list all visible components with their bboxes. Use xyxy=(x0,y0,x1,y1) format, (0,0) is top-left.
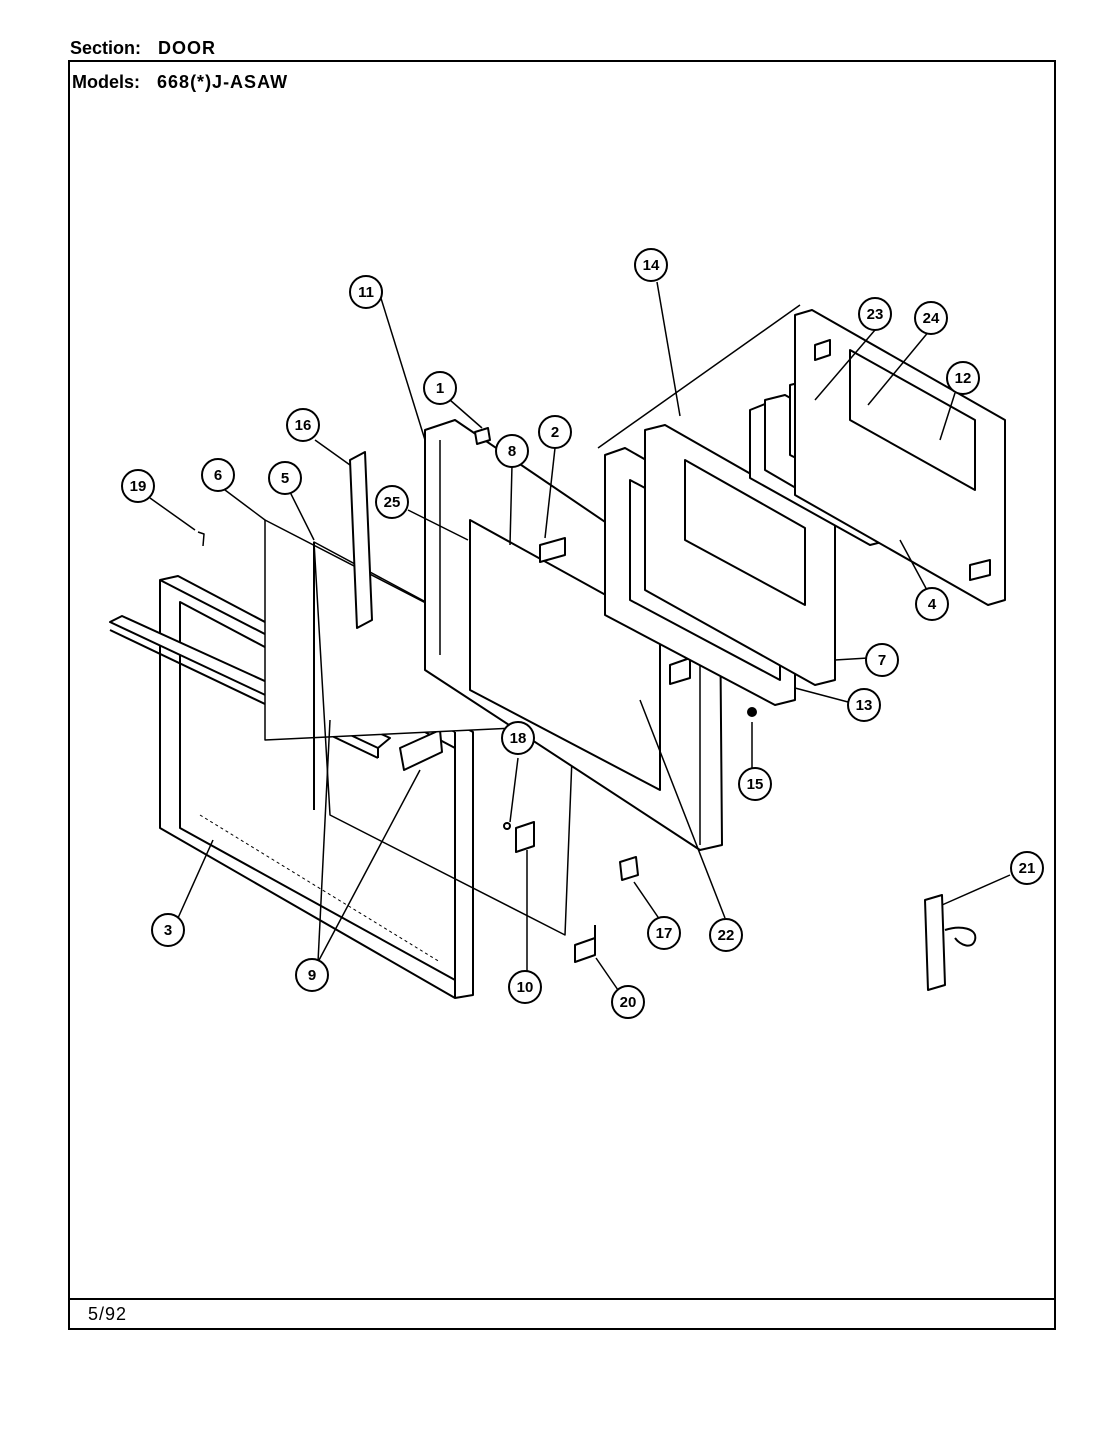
callout-12: 12 xyxy=(946,361,980,395)
section-value: DOOR xyxy=(158,38,217,58)
callout-17: 17 xyxy=(647,916,681,950)
part-spacer xyxy=(619,856,639,881)
part-screw xyxy=(747,707,757,717)
svg-text:23: 23 xyxy=(867,306,884,323)
revision-date: 5/92 xyxy=(88,1304,128,1324)
diagram-frame xyxy=(68,60,1056,1330)
callout-10: 10 xyxy=(508,970,542,1004)
footer-divider xyxy=(68,1298,1056,1300)
svg-text:8: 8 xyxy=(508,443,516,460)
leader-lines xyxy=(149,281,1011,991)
svg-text:14: 14 xyxy=(643,257,660,274)
part-hinge-bracket xyxy=(574,937,596,963)
models-label: Models: xyxy=(72,72,141,92)
svg-text:11: 11 xyxy=(358,284,374,301)
svg-text:3: 3 xyxy=(164,922,172,939)
svg-text:15: 15 xyxy=(747,776,764,793)
callout-19: 19 xyxy=(121,469,155,503)
callout-6: 6 xyxy=(201,458,235,492)
part-fastener xyxy=(197,531,205,547)
callout-11: 11 xyxy=(349,275,383,309)
svg-text:10: 10 xyxy=(517,979,534,996)
callout-23: 23 xyxy=(858,297,892,331)
svg-text:2: 2 xyxy=(551,424,559,441)
svg-text:20: 20 xyxy=(620,994,637,1011)
svg-text:6: 6 xyxy=(214,467,222,484)
svg-text:22: 22 xyxy=(718,927,735,944)
svg-text:9: 9 xyxy=(308,967,316,984)
callout-22: 22 xyxy=(709,918,743,952)
callout-13: 13 xyxy=(847,688,881,722)
section-header: Section: DOOR xyxy=(70,38,216,59)
models-header: Models: 668(*)J-ASAW xyxy=(72,72,288,93)
part-stop-block xyxy=(474,427,491,445)
callout-7: 7 xyxy=(865,643,899,677)
svg-text:19: 19 xyxy=(130,478,147,495)
callout-21: 21 xyxy=(1010,851,1044,885)
callout-4: 4 xyxy=(915,587,949,621)
callout-5: 5 xyxy=(268,461,302,495)
part-door-liner xyxy=(597,304,836,706)
svg-text:12: 12 xyxy=(955,370,972,387)
svg-text:24: 24 xyxy=(923,310,940,327)
svg-text:21: 21 xyxy=(1019,860,1036,877)
svg-text:18: 18 xyxy=(510,730,527,747)
callout-9: 9 xyxy=(295,958,329,992)
callout-15: 15 xyxy=(738,767,772,801)
part-hinge xyxy=(924,894,977,991)
callout-25: 25 xyxy=(375,485,409,519)
callout-24: 24 xyxy=(914,301,948,335)
part-side-trim xyxy=(349,451,373,629)
callout-2: 2 xyxy=(538,415,572,449)
part-back-panel xyxy=(794,309,1006,606)
svg-text:16: 16 xyxy=(295,417,312,434)
svg-text:25: 25 xyxy=(384,494,401,511)
section-label: Section: xyxy=(70,38,142,58)
svg-text:13: 13 xyxy=(856,697,873,714)
part-inner-door xyxy=(424,419,723,851)
callout-14: 14 xyxy=(634,248,668,282)
svg-text:17: 17 xyxy=(656,925,673,942)
callout-3: 3 xyxy=(151,913,185,947)
callout-18: 18 xyxy=(501,721,535,755)
svg-text:4: 4 xyxy=(928,596,937,613)
svg-text:5: 5 xyxy=(281,470,289,487)
callout-20: 20 xyxy=(611,985,645,1019)
svg-text:7: 7 xyxy=(878,652,886,669)
callout-16: 16 xyxy=(286,408,320,442)
callout-1: 1 xyxy=(423,371,457,405)
part-label xyxy=(515,821,535,853)
models-value: 668(*)J-ASAW xyxy=(157,72,289,92)
part-clip xyxy=(503,822,511,830)
callout-8: 8 xyxy=(495,434,529,468)
svg-text:1: 1 xyxy=(436,380,444,397)
